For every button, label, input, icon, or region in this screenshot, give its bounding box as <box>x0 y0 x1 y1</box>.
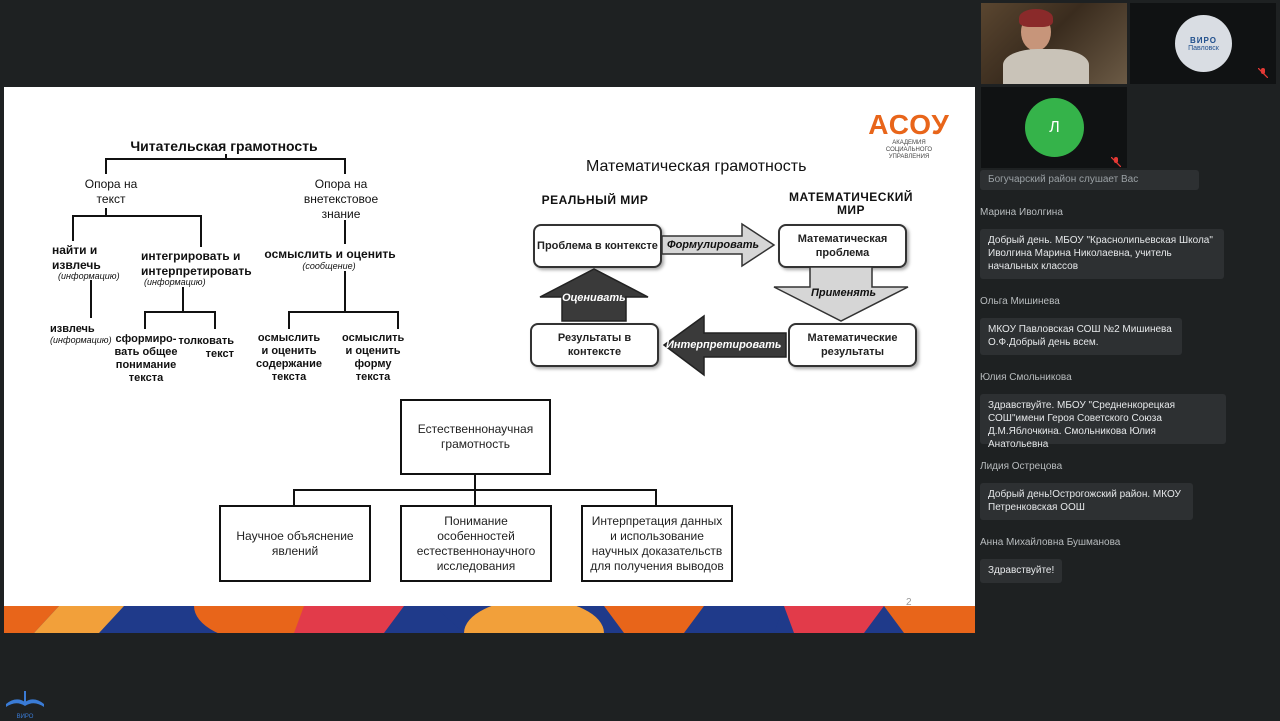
chat-message: Здравствуйте. МБОУ "Средненкорецкая СОШ"… <box>980 394 1226 450</box>
find-extract-note: (информацию) <box>58 271 120 281</box>
decorative-footer-band <box>4 606 975 633</box>
viro-footer-text: ВИРО <box>16 714 34 720</box>
connector <box>72 215 74 241</box>
asou-logo: АСОУ АКАДЕМИЯ СОЦИАЛЬНОГО УПРАВЛЕНИЯ <box>862 109 956 161</box>
chat-message-text: Добрый день. МБОУ "Краснолипьевская Школ… <box>988 235 1213 272</box>
avatar-initial: Л <box>1049 118 1060 136</box>
connector <box>655 489 657 505</box>
page-number: 2 <box>906 597 912 608</box>
branch-external-knowledge: Опора на внетекстовое знание <box>303 177 379 221</box>
viro-logo-bottom: Павловск <box>1188 44 1219 52</box>
extract: извлечь <box>50 323 95 335</box>
connector <box>474 475 476 490</box>
chat-message-text: Здравствуйте! <box>988 565 1055 576</box>
connector <box>225 154 227 159</box>
connector <box>90 280 92 318</box>
branch-text-support: Опора на текст <box>84 177 138 206</box>
participant-logo-tile[interactable]: ВИРО Павловск <box>1130 3 1276 84</box>
connector <box>474 489 476 505</box>
label-apply: Применять <box>811 287 877 299</box>
connector <box>105 158 107 174</box>
participant-hair <box>1019 9 1053 27</box>
chat-message: Здравствуйте! <box>980 559 1062 583</box>
chat-message: Добрый день. МБОУ "Краснолипьевская Школ… <box>980 229 1224 279</box>
chat-message-text: Здравствуйте. МБОУ "Средненкорецкая СОШ"… <box>988 400 1176 450</box>
reflect-form: осмыслить и оценить форму текста <box>342 332 405 383</box>
connector <box>105 208 107 216</box>
chat-message-text: Богучарский район слушает Вас <box>988 174 1139 185</box>
reading-title: Читательская грамотность <box>130 138 318 154</box>
mic-muted-icon <box>1257 67 1269 79</box>
math-world-label: МАТЕМАТИЧЕСКИЙ МИР <box>788 190 914 217</box>
connector <box>288 311 399 313</box>
asou-logo-text: АСОУ <box>868 109 950 140</box>
chat-message-partial: Богучарский район слушает Вас <box>980 170 1199 190</box>
chat-message-text: МКОУ Павловская СОШ №2 Мишинева О.Ф.Добр… <box>988 324 1172 348</box>
viro-logo-circle: ВИРО Павловск <box>1175 15 1232 72</box>
chat-message: МКОУ Павловская СОШ №2 Мишинева О.Ф.Добр… <box>980 318 1182 355</box>
connector <box>105 158 346 160</box>
real-world-label: РЕАЛЬНЫЙ МИР <box>541 193 649 207</box>
connector <box>293 489 295 505</box>
extract-note: (информацию) <box>50 335 112 345</box>
chat-author: Ольга Мишинева <box>980 296 1060 307</box>
connector <box>144 311 216 313</box>
participant-avatar: Л <box>1025 98 1084 157</box>
connector <box>144 311 146 329</box>
form-understanding: сформиро-вать общее понимание текста <box>114 333 178 384</box>
chat-author: Лидия Острецова <box>980 461 1063 472</box>
math-title: Математическая грамотность <box>586 158 807 175</box>
connector <box>344 220 346 244</box>
chat-author: Юлия Смольникова <box>980 372 1072 383</box>
connector <box>288 311 290 329</box>
integrate-note: (информацию) <box>144 277 206 287</box>
label-interpret: Интерпретировать <box>666 339 782 351</box>
box-math-results: Математические результаты <box>788 323 917 367</box>
label-formulate: Формулировать <box>667 239 760 251</box>
reflect-evaluate: осмыслить и оценить <box>264 247 396 261</box>
book-icon <box>6 691 44 707</box>
interpret-text: толковать текст <box>178 335 234 360</box>
chat-message: Добрый день!Острогожский район. МКОУ Пет… <box>980 483 1193 520</box>
connector <box>344 271 346 312</box>
connector <box>397 311 399 329</box>
chat-author: Анна Михайловна Бушманова <box>980 537 1121 548</box>
chat-author: Марина Иволгина <box>980 207 1063 218</box>
connector <box>344 158 346 174</box>
find-extract: найти и извлечь <box>52 243 101 272</box>
asou-logo-subtitle: АКАДЕМИЯ СОЦИАЛЬНОГО УПРАВЛЕНИЯ <box>885 140 933 160</box>
participant-video-tile[interactable] <box>981 3 1127 84</box>
connector <box>72 215 202 217</box>
connector <box>182 287 184 312</box>
connector <box>214 311 216 329</box>
presentation-slide: АСОУ АКАДЕМИЯ СОЦИАЛЬНОГО УПРАВЛЕНИЯ Чит… <box>4 87 975 633</box>
label-evaluate: Оценивать <box>562 292 626 304</box>
viro-logo-top: ВИРО <box>1190 35 1217 45</box>
integrate-interpret: интегрировать и интерпретировать <box>141 249 252 278</box>
participant-avatar-tile[interactable]: Л <box>981 87 1127 168</box>
mic-muted-icon <box>1110 152 1122 168</box>
chat-message-text: Добрый день!Острогожский район. МКОУ Пет… <box>988 489 1181 513</box>
box-math-problem: Математическая проблема <box>778 224 907 268</box>
viro-footer-logo: ВИРО <box>2 688 48 720</box>
science-understand-box: Понимание особенностей естественнонаучно… <box>400 505 552 582</box>
reflect-note: (сообщение) <box>302 261 356 271</box>
box-results-context: Результаты в контексте <box>530 323 659 367</box>
science-interpret-box: Интерпретация данных и использование нау… <box>581 505 733 582</box>
science-explain-box: Научное объяснение явлений <box>219 505 371 582</box>
connector <box>200 215 202 247</box>
participant-body <box>1003 49 1089 84</box>
reflect-content: осмыслить и оценить содержание текста <box>256 332 322 383</box>
science-title-box: Естественнонаучная грамотность <box>400 399 551 475</box>
box-problem-context: Проблема в контексте <box>533 224 662 268</box>
